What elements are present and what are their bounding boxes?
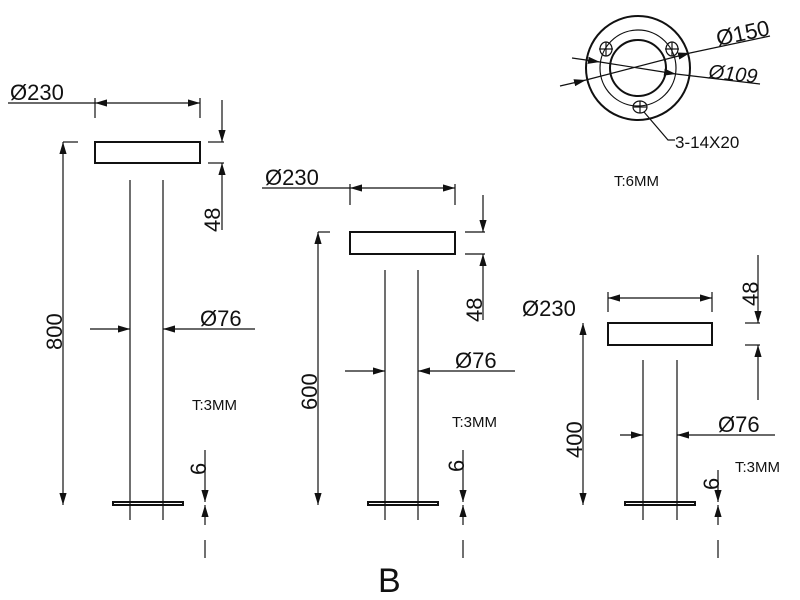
stand-400: Ø230 48 400 Ø76 T:3MM 6 xyxy=(522,255,780,558)
cap-height-label: 48 xyxy=(738,282,763,306)
thickness-label: T:3MM xyxy=(452,414,497,431)
flange-view: Ø150 Ø109 3-14X20 T:6MM xyxy=(559,15,772,190)
flange-inner-circle xyxy=(609,39,667,97)
flange-outer-dia-label: Ø150 xyxy=(714,15,772,51)
cap-height-label: 48 xyxy=(200,208,225,232)
flange-pcd-circle xyxy=(599,29,677,107)
cap-dia-label: Ø230 xyxy=(522,296,576,321)
tube-dia-label: Ø76 xyxy=(718,412,760,437)
base-thickness-label: 6 xyxy=(444,460,469,472)
base-plate xyxy=(624,501,696,506)
drawing-label: B xyxy=(378,562,401,600)
bolt-hole-icon xyxy=(599,41,679,114)
cap-plate xyxy=(607,322,713,346)
base-thickness-label: 6 xyxy=(186,463,211,475)
cap-dia-label: Ø230 xyxy=(265,165,319,190)
height-label: 400 xyxy=(562,421,587,458)
cap-plate xyxy=(349,231,456,255)
cap-plate xyxy=(94,141,201,164)
flange-outer-circle xyxy=(585,15,691,121)
stand-600: Ø230 48 600 Ø76 T:3MM 6 xyxy=(262,165,515,558)
thickness-label: T:3MM xyxy=(192,397,237,414)
base-thickness-label: 6 xyxy=(699,478,724,490)
tube-dia-label: Ø76 xyxy=(455,348,497,373)
height-label: 600 xyxy=(297,373,322,410)
flange-pcd-dia-label: Ø109 xyxy=(706,61,758,88)
base-plate xyxy=(367,501,439,506)
stand-800: Ø230 48 800 Ø76 T:3MM 6 xyxy=(8,80,255,558)
flange-thickness-label: T:6MM xyxy=(614,173,659,190)
cap-height-label: 48 xyxy=(462,298,487,322)
flange-holes-label: 3-14X20 xyxy=(675,133,739,152)
height-label: 800 xyxy=(42,313,67,350)
cap-dia-label: Ø230 xyxy=(10,80,64,105)
tube-dia-label: Ø76 xyxy=(200,306,242,331)
thickness-label: T:3MM xyxy=(735,459,780,476)
base-plate xyxy=(112,501,184,506)
